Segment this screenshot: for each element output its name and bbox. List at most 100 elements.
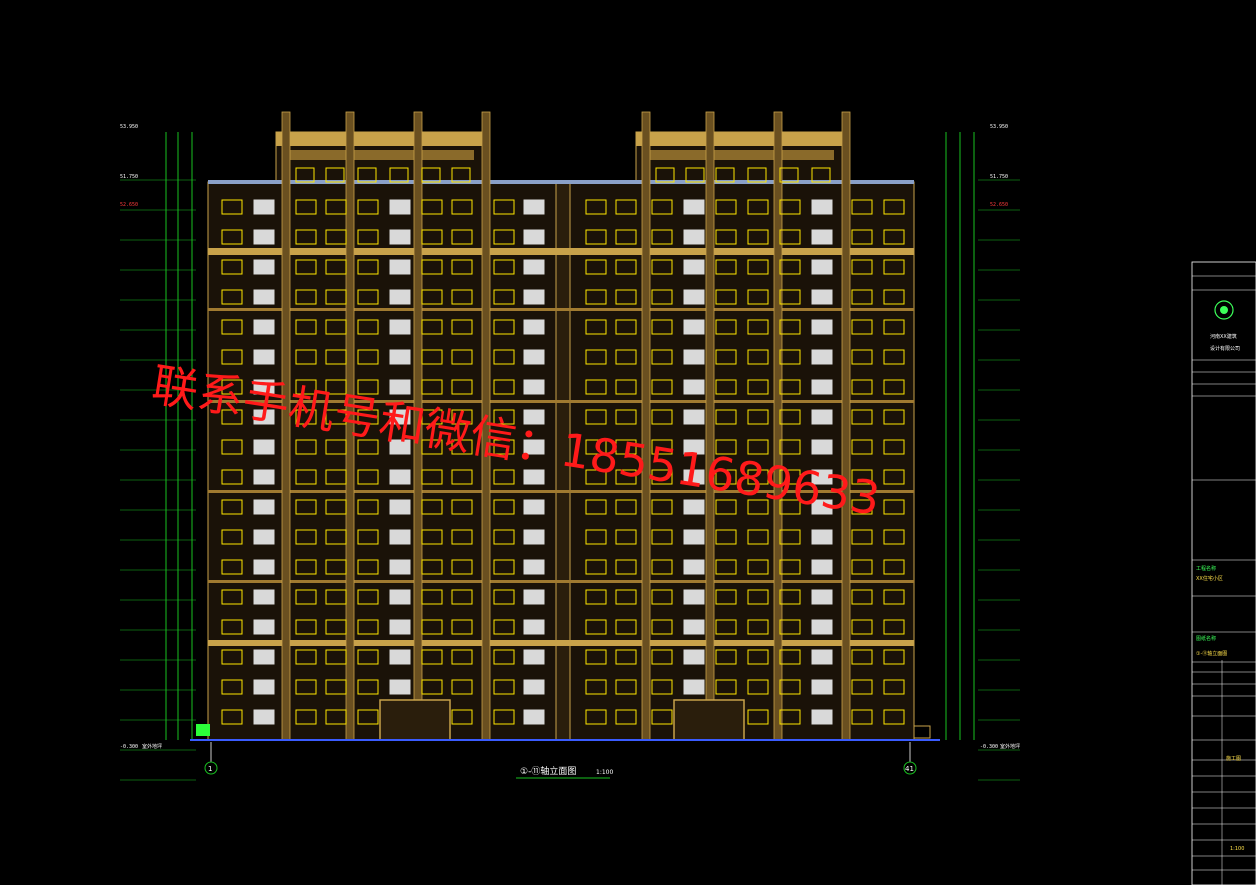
- window: [451, 379, 473, 395]
- window: [389, 679, 411, 695]
- window: [883, 199, 905, 215]
- window: [747, 229, 769, 245]
- window: [221, 439, 243, 455]
- window: [615, 289, 637, 305]
- window: [779, 649, 801, 665]
- window: [493, 349, 515, 365]
- window: [683, 319, 705, 335]
- window: [357, 649, 379, 665]
- window: [493, 679, 515, 695]
- company-logo-center-icon: [1220, 306, 1228, 314]
- window: [883, 439, 905, 455]
- window: [585, 619, 607, 635]
- window: [523, 319, 545, 335]
- window: [811, 469, 833, 485]
- window: [651, 379, 673, 395]
- window: [851, 229, 873, 245]
- window: [683, 559, 705, 575]
- window: [325, 679, 347, 695]
- level-roof-label: 51.750: [120, 174, 138, 180]
- window: [325, 229, 347, 245]
- window: [221, 379, 243, 395]
- window: [747, 409, 769, 425]
- window: [221, 229, 243, 245]
- window: [357, 709, 379, 725]
- window: [747, 469, 769, 485]
- window: [779, 349, 801, 365]
- window: [585, 499, 607, 515]
- window: [811, 529, 833, 545]
- window: [523, 589, 545, 605]
- window: [357, 439, 379, 455]
- window: [451, 409, 473, 425]
- pilaster: [705, 111, 715, 741]
- window: [221, 289, 243, 305]
- window: [851, 349, 873, 365]
- window: [683, 679, 705, 695]
- window: [779, 289, 801, 305]
- window: [493, 289, 515, 305]
- window: [615, 709, 637, 725]
- window: [295, 289, 317, 305]
- window: [389, 259, 411, 275]
- window: [585, 589, 607, 605]
- window: [747, 167, 767, 183]
- window: [295, 679, 317, 695]
- window: [451, 529, 473, 545]
- window: [615, 589, 637, 605]
- window: [421, 619, 443, 635]
- window: [389, 529, 411, 545]
- window: [451, 439, 473, 455]
- window: [421, 167, 441, 183]
- window: [295, 709, 317, 725]
- window: [221, 469, 243, 485]
- window: [221, 589, 243, 605]
- window: [295, 589, 317, 605]
- window: [715, 379, 737, 395]
- window: [747, 349, 769, 365]
- window: [253, 289, 275, 305]
- window: [747, 529, 769, 545]
- window: [253, 559, 275, 575]
- window: [451, 649, 473, 665]
- level-roof-red-label: 52.650: [120, 202, 138, 208]
- window: [421, 439, 443, 455]
- window: [747, 559, 769, 575]
- window: [451, 589, 473, 605]
- window: [451, 499, 473, 515]
- window: [389, 409, 411, 425]
- window: [811, 409, 833, 425]
- window: [421, 589, 443, 605]
- window: [221, 559, 243, 575]
- window: [851, 589, 873, 605]
- window: [325, 319, 347, 335]
- window: [715, 619, 737, 635]
- window: [883, 379, 905, 395]
- window: [295, 649, 317, 665]
- window: [715, 289, 737, 305]
- window: [715, 439, 737, 455]
- window: [883, 529, 905, 545]
- window: [357, 289, 379, 305]
- window: [851, 619, 873, 635]
- window: [683, 469, 705, 485]
- axis-markers: 1 41: [204, 742, 917, 775]
- window: [715, 679, 737, 695]
- window: [747, 619, 769, 635]
- window: [389, 167, 409, 183]
- window: [523, 679, 545, 695]
- window: [585, 649, 607, 665]
- window: [615, 379, 637, 395]
- window: [221, 679, 243, 695]
- level-roof-label-right: 51.750: [990, 174, 1008, 180]
- level-ground-note-right: 室外地坪: [1000, 743, 1020, 750]
- right-level-scale: 53.950 51.750 52.650 -0.300 室外地坪: [945, 124, 1020, 781]
- window: [389, 649, 411, 665]
- window: [389, 289, 411, 305]
- window: [295, 439, 317, 455]
- window: [357, 499, 379, 515]
- window: [325, 649, 347, 665]
- window: [683, 229, 705, 245]
- window: [325, 469, 347, 485]
- window: [357, 529, 379, 545]
